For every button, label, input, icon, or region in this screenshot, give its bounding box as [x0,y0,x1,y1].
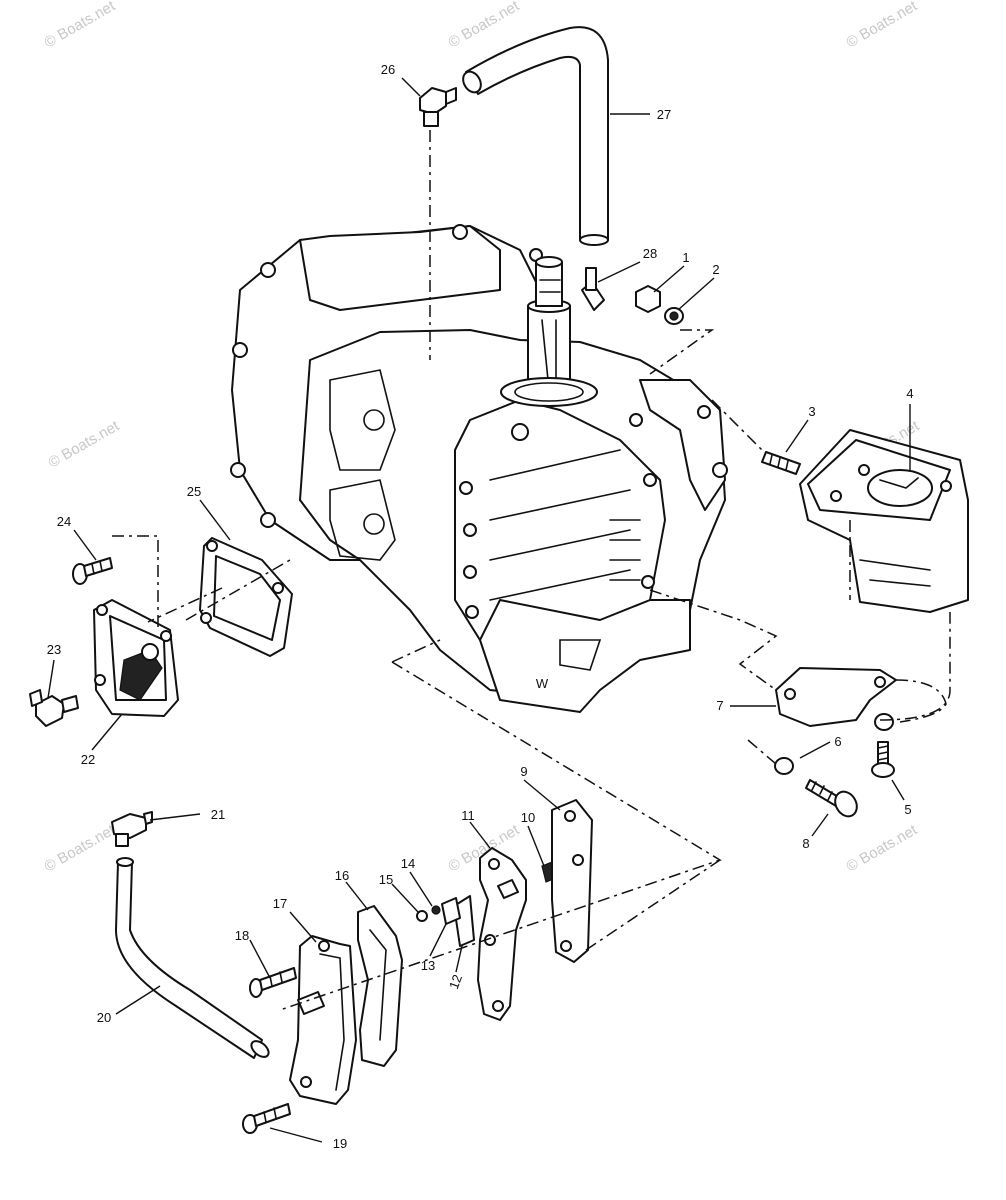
callout-22: 22 [81,752,95,767]
callout-12: 12 [446,972,465,991]
callout-15: 15 [379,872,393,887]
screw-5 [871,741,895,778]
bracket-7 [775,667,897,727]
callout-7: 7 [716,698,723,713]
screw-18 [249,967,297,998]
bolt-8 [805,779,858,818]
callout-4: 4 [906,386,913,401]
gasket-16 [357,905,403,1067]
watermark: © Boats.net [844,821,921,875]
cover-22 [93,599,179,717]
callout-21: 21 [211,807,225,822]
watermark: © Boats.net [42,0,119,51]
stud-3 [761,451,801,475]
washer-6 [874,713,894,731]
casting-mark: W [536,676,549,691]
callout-17: 17 [273,896,287,911]
callout-11: 11 [461,808,475,823]
callout-5: 5 [904,802,911,817]
screw-19 [242,1103,291,1134]
callout-8: 8 [802,836,809,851]
callout-9: 9 [520,764,527,779]
callout-10: 10 [521,810,535,825]
callout-1: 1 [682,250,689,265]
callout-3: 3 [808,404,815,419]
hose-20 [115,861,263,1059]
callout-25: 25 [187,484,201,499]
callout-16: 16 [335,868,349,883]
callout-18: 18 [235,928,249,943]
watermark: © Boats.net [46,417,123,471]
callout-24: 24 [57,514,71,529]
callout-23: 23 [47,642,61,657]
plate-9 [551,799,593,963]
fitting-23 [29,689,79,727]
reed-stop-13 [441,897,461,925]
callout-14: 14 [401,856,415,871]
adaptor-plate-4 [799,429,969,613]
callout-19: 19 [333,1136,347,1151]
gasket-25 [199,537,293,657]
watermark: © Boats.net [844,0,921,51]
cylinder-block-assembly: W [230,224,728,713]
reed-block-11 [477,847,527,1021]
fitting-26 [419,87,457,127]
watermark: © Boats.net [446,0,523,51]
callout-20: 20 [97,1010,111,1025]
fitting-28 [581,267,605,311]
washer-6 [774,757,794,775]
screw-24 [72,557,113,585]
assembly-lines [112,130,951,1011]
callout-2: 2 [712,262,719,277]
callout-27: 27 [657,107,671,122]
fitting-21 [111,811,153,847]
nut-1 [635,285,661,313]
watermark: © Boats.net [42,821,119,875]
callout-13: 13 [421,958,435,973]
hose-27 [465,26,609,241]
washer-15 [416,910,428,922]
callout-labels: 1 2 3 4 5 6 7 8 9 10 11 12 13 14 15 16 1… [47,62,914,1151]
screw-14 [431,905,441,915]
callout-28: 28 [643,246,657,261]
callout-26: 26 [381,62,395,77]
leader-lines [47,77,911,1143]
callout-6: 6 [834,734,841,749]
reed-plate-17 [289,935,357,1105]
